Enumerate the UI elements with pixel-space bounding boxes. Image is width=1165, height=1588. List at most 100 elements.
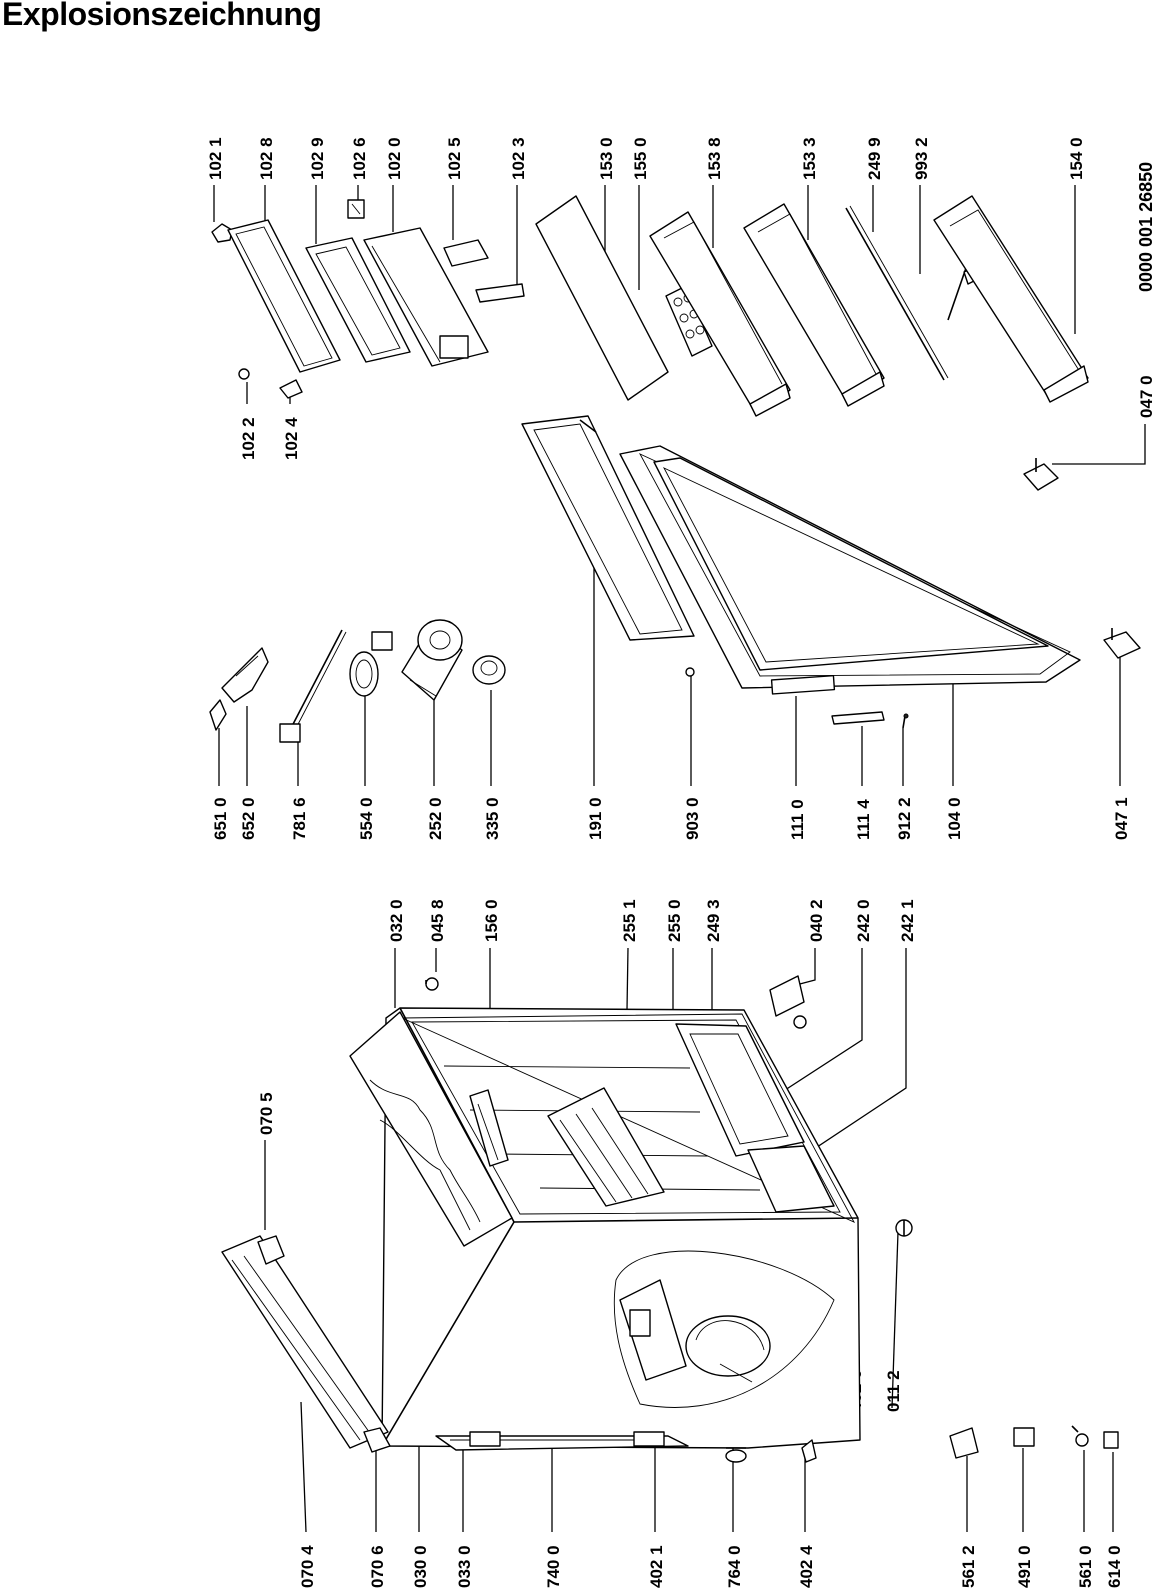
thermostat-knob [472, 655, 506, 685]
condenser-coil [435, 1431, 689, 1451]
part-label-045-8: 045 8 [428, 899, 447, 942]
freezer-latch [475, 283, 525, 303]
part-label-102-6: 102 6 [350, 137, 369, 180]
part-label-740-0: 740 0 [544, 1545, 563, 1588]
freezer-hinge-part [347, 199, 365, 219]
cabinet-liner [349, 1011, 513, 1247]
part-label-614-0: 614 0 [1105, 1545, 1124, 1588]
part-label-070-6: 070 6 [368, 1545, 387, 1588]
part-label-255-1: 255 1 [620, 899, 639, 942]
thermostat-bracket [221, 647, 269, 703]
bottle-shelf [933, 195, 1089, 403]
cabinet-screw [425, 977, 439, 991]
cabinet-interior-shelves [443, 1065, 761, 1207]
plug-614-0 [1103, 1431, 1119, 1449]
part-label-252-0: 252 0 [426, 797, 445, 840]
relay-561-2 [949, 1427, 979, 1459]
door-screw [902, 713, 909, 729]
part-label-047-0: 047 0 [1137, 375, 1156, 418]
overload-491-0 [1013, 1427, 1035, 1447]
glass-shelf-cover [535, 195, 669, 401]
part-label-154-0: 154 0 [1067, 137, 1086, 180]
small-clip-102-4 [279, 379, 303, 399]
small-bracket-402-4 [801, 1439, 817, 1463]
door-hinge-bushing [685, 667, 695, 677]
part-label-153-8: 153 8 [705, 137, 724, 180]
part-label-491-0: 491 0 [1015, 1545, 1034, 1588]
part-label-102-3: 102 3 [509, 137, 528, 180]
part-label-153-0: 153 0 [597, 137, 616, 180]
part-label-102-4: 102 4 [282, 417, 301, 460]
part-label-111-4: 111 4 [854, 799, 873, 840]
part-label-249-9: 249 9 [865, 137, 884, 180]
refrigerator-door [619, 445, 1081, 689]
part-label-402-4: 402 4 [797, 1545, 816, 1588]
compressor-relay [619, 1279, 687, 1381]
part-label-242-1: 242 1 [898, 899, 917, 942]
part-label-249-3: 249 3 [704, 899, 723, 942]
part-label-561-0: 561 0 [1076, 1545, 1095, 1588]
part-label-104-0: 104 0 [945, 797, 964, 840]
part-label-561-2: 561 2 [959, 1545, 978, 1588]
part-label-040-2: 040 2 [807, 899, 826, 942]
freezer-door-gasket [227, 219, 341, 373]
freezer-door-panel [363, 227, 489, 367]
part-label-070-5: 070 5 [257, 1092, 276, 1135]
part-label-070-4: 070 4 [298, 1545, 317, 1588]
door-foot-top [1023, 458, 1059, 491]
hinge-bracket [769, 975, 807, 1029]
drain-pan [725, 1447, 747, 1463]
part-label-102-1: 102 1 [206, 137, 225, 180]
part-label-030-0: 030 0 [411, 1545, 430, 1588]
compressor [685, 1315, 771, 1383]
cabinet-hinge-bottom [363, 1427, 391, 1453]
part-label-255-0: 255 0 [665, 899, 684, 942]
freezer-label-plate [443, 239, 489, 267]
part-label-032-0: 032 0 [387, 899, 406, 942]
part-label-102-2: 102 2 [239, 417, 258, 460]
part-label-242-0: 242 0 [854, 899, 873, 942]
door-handle [770, 674, 836, 695]
door-shelf-middle [743, 203, 885, 407]
part-label-191-0: 191 0 [586, 797, 605, 840]
part-label-402-1: 402 1 [647, 1545, 666, 1588]
door-seal-strip [845, 205, 949, 381]
part-label-102-8: 102 8 [257, 137, 276, 180]
part-label-652-0: 652 0 [239, 797, 258, 840]
leveling-foot [895, 1219, 913, 1237]
part-label-651-0: 651 0 [211, 797, 230, 840]
vegetable-bin [747, 1145, 835, 1213]
part-label-156-0: 156 0 [482, 899, 501, 942]
lamp-part [209, 699, 227, 731]
part-labels: 102 1 102 8 102 9 102 6 102 0 102 5 102 … [206, 137, 1156, 1588]
door-frame-seal [521, 415, 695, 641]
part-label-781-6: 781 6 [290, 797, 309, 840]
part-label-033-0: 033 0 [455, 1545, 474, 1588]
part-label-335-0: 335 0 [483, 797, 502, 840]
part-label-993-2: 993 2 [912, 137, 931, 180]
crisper-drawer [675, 1023, 805, 1157]
page-title: Explosionszeichnung [2, 0, 322, 32]
door-shelf-top [649, 211, 791, 417]
ice-tray [469, 1089, 509, 1167]
part-label-111-0: 111 0 [788, 799, 807, 840]
part-label-047-1: 047 1 [1112, 797, 1131, 840]
compressor-cutout [613, 1250, 835, 1408]
capillary-tube [279, 629, 347, 743]
door-foot-bottom [1103, 628, 1141, 659]
part-label-764-0: 764 0 [725, 1545, 744, 1588]
connector-561-0 [1071, 1425, 1089, 1447]
part-label-011-2: 011 2 [884, 1370, 903, 1412]
part-label-903-0: 903 0 [683, 797, 702, 840]
document-number: 0000 001 26850 [1136, 162, 1156, 292]
light-housing [401, 619, 463, 701]
part-label-153-3: 153 3 [800, 137, 819, 180]
part-label-554-0: 554 0 [357, 797, 376, 840]
door-trim-strip [831, 711, 885, 725]
cabinet-top-cover [221, 1235, 389, 1449]
small-screw-102-2 [238, 368, 250, 380]
part-label-102-0: 102 0 [385, 137, 404, 180]
part-label-102-9: 102 9 [308, 137, 327, 180]
part-label-912-2: 912 2 [895, 797, 914, 840]
